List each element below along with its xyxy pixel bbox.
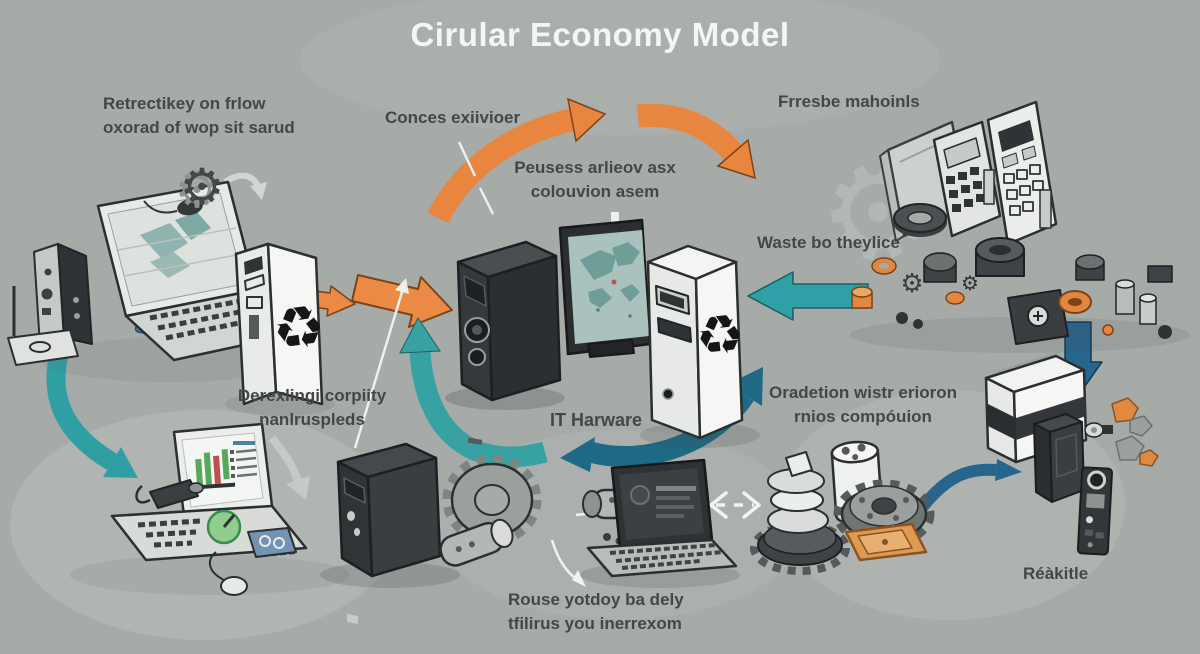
label-it-hardware: IT Harware [550, 410, 643, 430]
gray-outline-curved-arrow [268, 435, 310, 500]
white-double-arrow [709, 491, 761, 519]
label-concept: Conces exiivioer [385, 108, 521, 127]
svg-text:⚙: ⚙ [961, 271, 979, 295]
router-icon [7, 286, 79, 366]
rubber-ring-icon [893, 203, 947, 237]
auger-stack-icon [750, 451, 850, 575]
blue-card-icon [247, 527, 297, 558]
label-recycle: Réàkitle [1023, 564, 1089, 583]
teal-arc-bottom-left-arrow [399, 317, 548, 468]
mouse-icon-bottom [208, 551, 248, 596]
calculator-large-icon [986, 100, 1058, 246]
orange-arc-top-left-arrow [427, 97, 607, 224]
label-dismantling: Derexlingi corpiity nanlruspleds [237, 386, 387, 429]
orange-right-arrow [351, 274, 453, 328]
svg-text:⚙: ⚙ [175, 161, 220, 219]
checklist-screen [230, 441, 258, 478]
label-waste: Waste bo theylice [757, 233, 900, 252]
recycle-tower-left: ♻ [225, 242, 335, 416]
bar-chart-screen [193, 449, 236, 490]
gear-icon: ⚙ ⚙ [175, 158, 225, 219]
diagram-title: Cirular Economy Model [410, 16, 790, 53]
svg-text:⚙: ⚙ [180, 158, 225, 216]
tower-small-dark [1033, 413, 1085, 503]
pc-tower-dark-bottom [320, 442, 460, 625]
orange-arc-top-right-arrow [636, 103, 756, 180]
handheld-device-icon [1076, 466, 1113, 556]
label-operation: Oradetion wistr erioron rnios compóuion [769, 383, 957, 426]
pie-chart-icon [206, 509, 242, 545]
monitor-world-map [558, 218, 652, 358]
label-fresh-materials: Frresbe mahoinls [778, 92, 920, 111]
svg-text:♻: ♻ [693, 302, 748, 370]
calculator-small-icon [932, 120, 1002, 238]
laptop-reporting [70, 422, 350, 596]
svg-text:⚙: ⚙ [900, 269, 923, 299]
white-diagonal-arrow [353, 278, 409, 449]
laptop-refurb [580, 458, 740, 588]
mouse-icon [143, 198, 203, 216]
bulb-part-icon [1084, 422, 1113, 438]
svg-text:♻: ♻ [268, 291, 329, 366]
white-thin-curved-arrow [550, 539, 586, 587]
gray-outline-arrow-gear [223, 172, 267, 200]
scrap-pieces [1111, 397, 1159, 467]
e-waste-cluster: ⚙ ⚙ [850, 237, 1190, 353]
pc-tower-dark-center [445, 240, 565, 445]
power-adapter-icon [135, 479, 204, 509]
label-process: Peusess arlieov asx colouvion asem [514, 158, 676, 201]
recycle-tower-right: ♻ [640, 244, 760, 493]
laptop-analytics [7, 180, 306, 382]
gear-with-chip-icon [833, 479, 935, 562]
speaker-tower-icon [33, 243, 93, 347]
white-pointer-line [457, 141, 495, 215]
label-reuse: Rouse yotdoy ba dely tfilirus you inerre… [508, 590, 684, 633]
label-acquisition: Retrectikey on frlow oxorad of wop sit s… [103, 94, 295, 137]
